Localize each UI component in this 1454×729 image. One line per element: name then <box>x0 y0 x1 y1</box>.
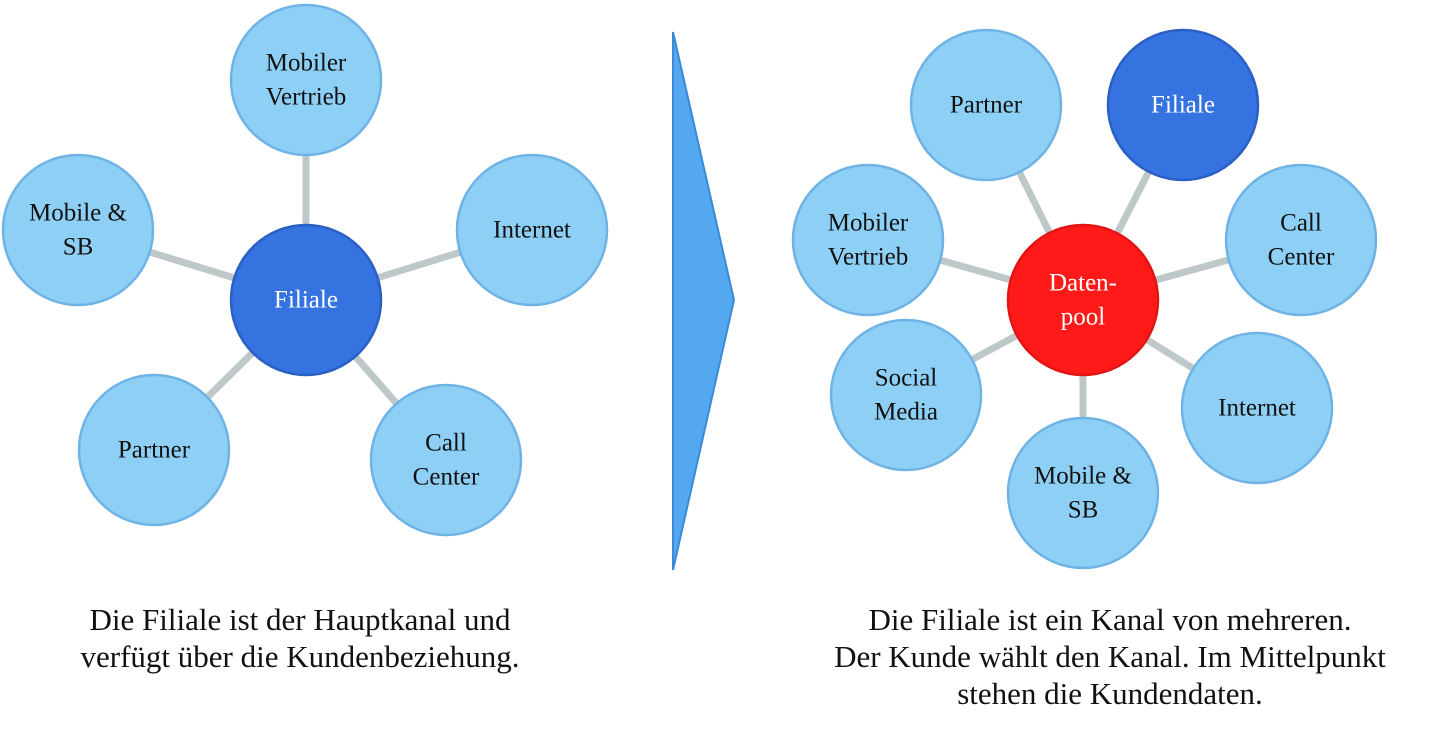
right-caption-line-1: Die Filiale ist ein Kanal von mehreren. <box>868 602 1352 637</box>
left-caption-line-1: Die Filiale ist der Hauptkanal und <box>89 602 511 637</box>
right-node-label: Daten- <box>1049 270 1117 297</box>
left-node-circle <box>1 153 155 307</box>
left-node-circle <box>229 223 383 377</box>
left-caption: Die Filiale ist der Hauptkanal und verfü… <box>20 601 580 675</box>
right-node-label: Social <box>875 365 938 392</box>
right-node-label: SB <box>1068 497 1099 524</box>
left-caption-line-2: verfügt über die Kundenbeziehung. <box>80 639 520 674</box>
left-node-label: Partner <box>118 437 191 464</box>
right-node-label: Media <box>874 399 938 426</box>
right-node-circle <box>1106 28 1260 182</box>
left-node-partner: Partner <box>77 373 231 527</box>
right-node-mobile-sb: Mobile & SB <box>1006 416 1160 570</box>
transition-arrow <box>672 31 736 571</box>
right-caption: Die Filiale ist ein Kanal von mehreren. … <box>780 601 1440 712</box>
right-node-label: Mobiler <box>828 210 909 237</box>
right-caption-line-2: Der Kunde wählt den Kanal. Im Mittelpunk… <box>834 639 1386 674</box>
left-node-label: SB <box>63 234 94 261</box>
left-node-label: Center <box>413 464 480 491</box>
right-node-circle <box>1006 223 1160 377</box>
right-node-label: pool <box>1061 304 1106 331</box>
left-node-circle <box>77 373 231 527</box>
right-node-circle <box>1180 331 1334 485</box>
left-node-label: Filiale <box>274 287 338 314</box>
left-node-label: Mobiler <box>266 50 347 77</box>
right-node-label: Filiale <box>1151 92 1215 119</box>
right-node-label: Internet <box>1218 395 1296 422</box>
left-node-center: Filiale <box>229 223 383 377</box>
left-node-circle <box>229 3 383 157</box>
left-node-circle <box>455 153 609 307</box>
right-node-circle <box>829 318 983 472</box>
left-node-circle <box>369 383 523 537</box>
right-node-internet: Internet <box>1180 331 1334 485</box>
left-node-mobile-sb: Mobile & SB <box>1 153 155 307</box>
right-node-label: Mobile & <box>1034 463 1132 490</box>
right-node-filiale: Filiale <box>1106 28 1260 182</box>
left-node-label: Internet <box>493 217 571 244</box>
right-node-label: Call <box>1280 210 1322 237</box>
right-node-circle <box>1006 416 1160 570</box>
right-node-label: Partner <box>950 92 1023 119</box>
left-node-label: Mobile & <box>29 200 127 227</box>
right-node-circle <box>909 28 1063 182</box>
left-node-label: Call <box>425 430 467 457</box>
right-node-circle <box>1224 163 1378 317</box>
left-node-internet: Internet <box>455 153 609 307</box>
right-node-partner: Partner <box>909 28 1063 182</box>
right-node-center: Daten-pool <box>1006 223 1160 377</box>
right-node-label: Center <box>1268 244 1335 271</box>
right-node-label: Vertrieb <box>828 244 909 271</box>
right-caption-line-3: stehen die Kundendaten. <box>957 676 1263 711</box>
left-node-label: Vertrieb <box>266 84 347 111</box>
right-node-circle <box>791 163 945 317</box>
